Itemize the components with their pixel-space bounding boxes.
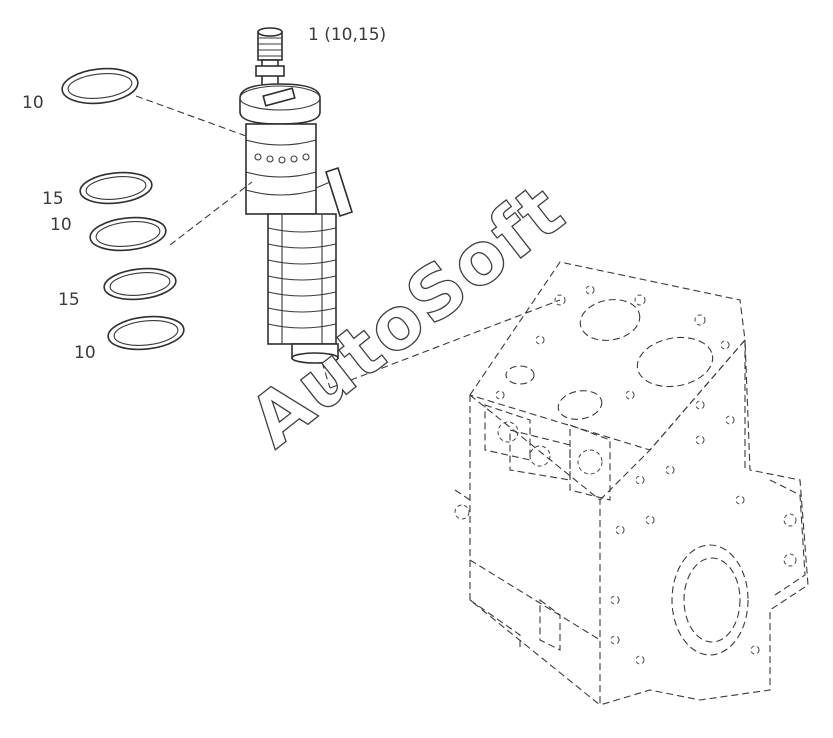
o-ring-a <box>79 171 153 205</box>
callout-ring-b: 10 <box>50 215 72 235</box>
callout-ring-a: 15 <box>42 189 64 209</box>
injector-part <box>239 27 354 364</box>
o-ring-d <box>107 315 185 351</box>
callout-ring-top: 10 <box>22 93 44 113</box>
leader-lines <box>135 95 561 389</box>
callout-ring-d: 10 <box>74 343 96 363</box>
callout-main-part: 1 (10,15) <box>308 25 386 45</box>
o-ring-b <box>89 216 167 252</box>
o-ring-top <box>61 67 139 105</box>
callout-ring-c: 15 <box>58 290 80 310</box>
engine-block <box>454 261 809 707</box>
o-ring-c <box>103 267 177 301</box>
